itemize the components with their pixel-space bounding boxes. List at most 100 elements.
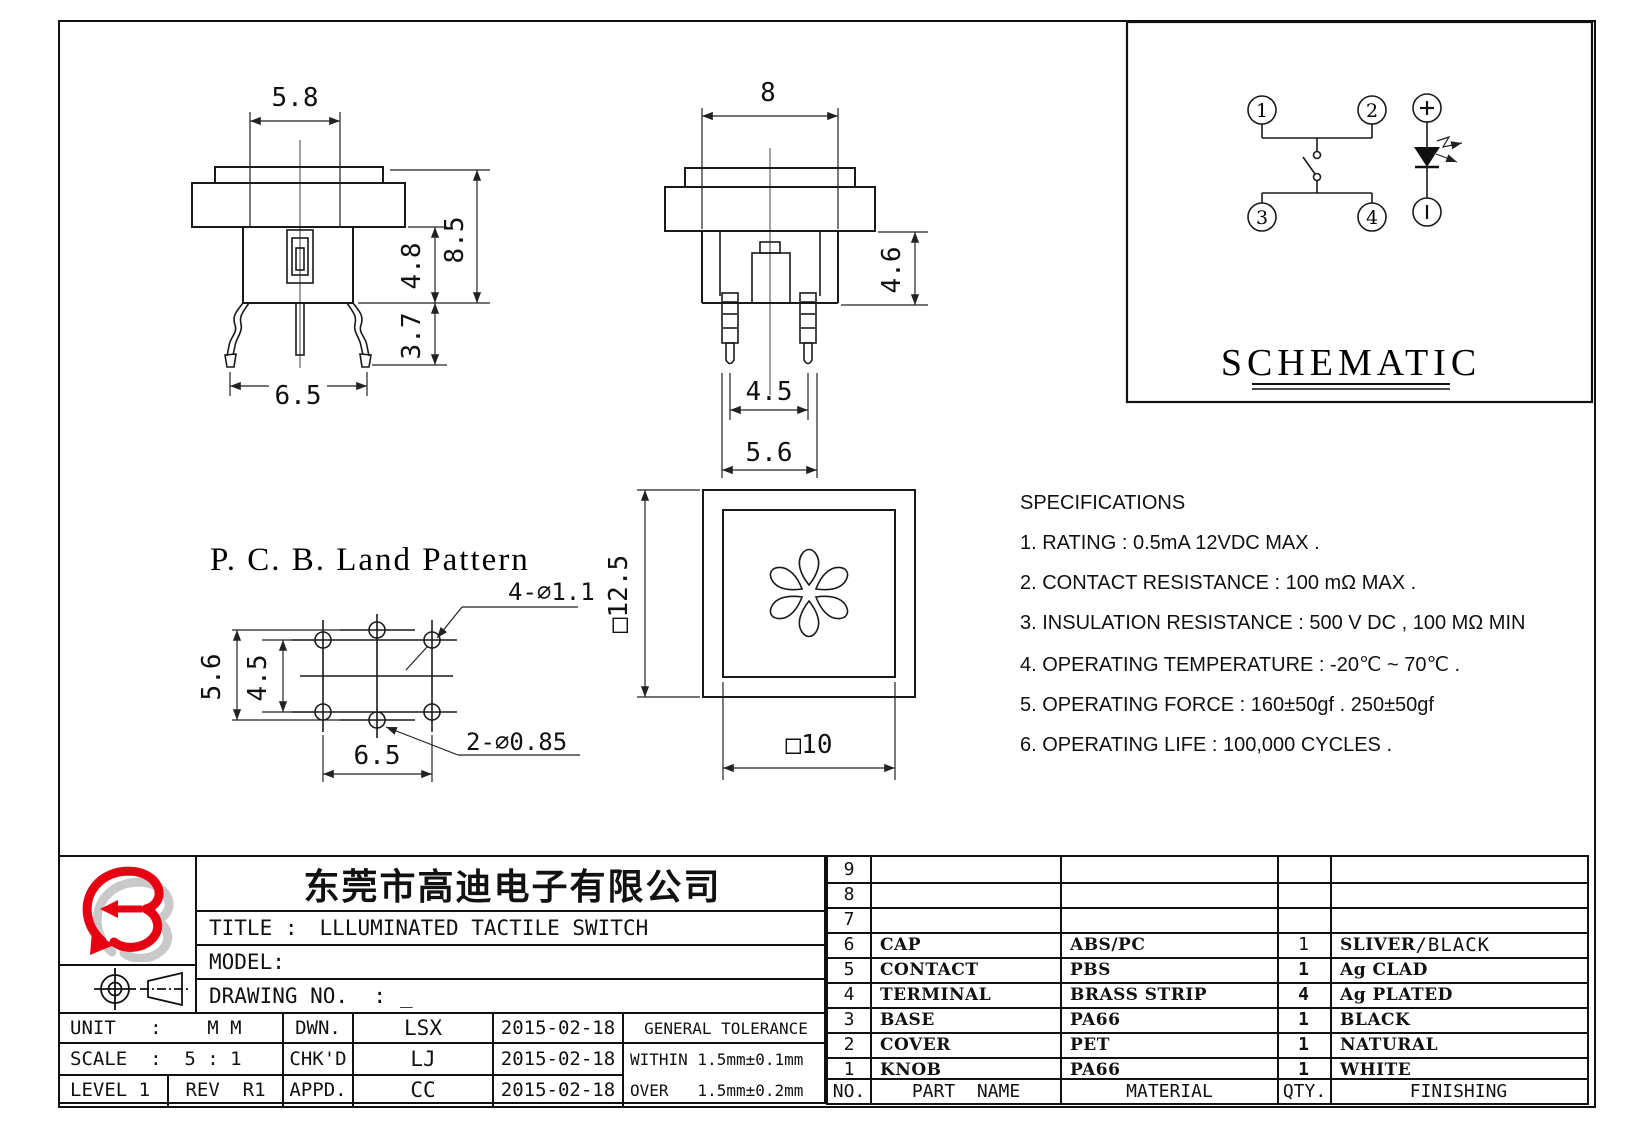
tolerance-within: WITHIN 1.5mm±0.1mm — [630, 1049, 804, 1069]
part-finishing: SLIVER /BLACK — [1340, 933, 1491, 956]
part-name: BASE — [880, 1009, 935, 1030]
drawing-no-value: _ — [400, 984, 413, 1008]
pcb-title: P. C. B. Land Pattern — [210, 542, 530, 578]
part-qty: 1 — [1298, 1009, 1309, 1030]
table-row-no: 1 — [843, 1059, 855, 1080]
part-finishing: BLACK — [1340, 1009, 1411, 1030]
pcb-dim-v-pitch: 4.5 — [243, 655, 273, 702]
target-symbol-icon — [94, 968, 136, 1010]
spec-item: 6. OPERATING LIFE : 100,000 CYCLES . — [1020, 734, 1393, 756]
front-dim-width: 8 — [760, 78, 776, 108]
switch-symbol — [1261, 124, 1373, 203]
top-view: □12.5 □10 — [604, 489, 916, 780]
led-symbol — [1412, 93, 1463, 227]
header-qty: QTY. — [1282, 1081, 1327, 1102]
part-qty: 1 — [1298, 1034, 1309, 1055]
spec-item: 1. RATING : 0.5mA 12VDC MAX . — [1020, 532, 1320, 554]
part-material: PA66 — [1070, 1059, 1121, 1080]
table-row-no: 7 — [843, 909, 855, 930]
side-dim-lower: 3.7 — [397, 313, 427, 360]
header-finishing: FINISHING — [1409, 1081, 1508, 1102]
schematic-pin-1: 1 — [1256, 100, 1268, 122]
front-dim-pin-pitch: 4.5 — [746, 377, 793, 407]
logo-arrow-b — [82, 866, 164, 955]
front-dim-pin-span: 5.6 — [746, 438, 793, 468]
part-qty: 1 — [1298, 1059, 1309, 1080]
part-finishing: NATURAL — [1340, 1034, 1439, 1055]
company-logo — [82, 866, 174, 962]
level-cell: LEVEL 1 — [70, 1079, 151, 1101]
chk-date: 2015-02-18 — [500, 1048, 616, 1070]
tolerance-over: OVER 1.5mm±0.2mm — [630, 1080, 804, 1100]
dwn-name: LSX — [404, 1016, 442, 1040]
company-name: 东莞市高迪电子有限公司 — [303, 865, 722, 907]
appd-date: 2015-02-18 — [500, 1079, 616, 1101]
side-dim-upper: 4.8 — [397, 243, 427, 290]
front-dim-height: 4.6 — [877, 247, 907, 294]
table-row-no: 3 — [843, 1009, 855, 1030]
specifications-section: SPECIFICATIONS 1. RATING : 0.5mA 12VDC M… — [1020, 492, 1580, 774]
table-row-no: 2 — [843, 1034, 855, 1055]
chk-label: CHK'D — [289, 1048, 347, 1070]
part-name: KNOB — [880, 1059, 942, 1080]
title-block: 东莞市高迪电子有限公司 TITLE : LLLUMINATED TACTILE … — [58, 855, 828, 1106]
part-qty: 1 — [1298, 959, 1309, 980]
header-material: MATERIAL — [1126, 1081, 1213, 1102]
side-dim-width: 5.8 — [272, 83, 319, 113]
pcb-dim-v-span: 5.6 — [197, 654, 227, 701]
schematic-pin-3: 3 — [1256, 207, 1268, 229]
part-material: PBS — [1070, 959, 1111, 980]
side-view-legs — [224, 302, 372, 368]
specifications-title: SPECIFICATIONS — [1020, 492, 1186, 514]
front-view-pins — [721, 292, 817, 365]
header-part-name: PART NAME — [911, 1081, 1021, 1102]
drawing-no-label: DRAWING NO. : — [209, 984, 387, 1008]
title-value: LLLUMINATED TACTILE SWITCH — [319, 916, 649, 940]
side-view: 5.8 8.5 4.8 3.7 6.5 — [191, 83, 490, 411]
side-dim-height: 8.5 — [440, 217, 470, 264]
spec-item: 3. INSULATION RESISTANCE : 500 V DC , 10… — [1020, 612, 1526, 634]
table-row-no: 8 — [843, 884, 855, 905]
pcb-land-pattern: P. C. B. Land Pattern 4-∅1.1 5.6 — [197, 542, 595, 782]
dwn-label: DWN. — [295, 1017, 341, 1039]
led-anode-plus-icon — [1420, 101, 1434, 115]
part-qty: 1 — [1298, 934, 1309, 955]
part-material: BRASS STRIP — [1070, 984, 1208, 1005]
table-row-no: 5 — [843, 959, 855, 980]
side-dim-base: 6.5 — [275, 381, 322, 411]
chk-name: LJ — [410, 1047, 436, 1071]
top-dim-inner: □10 — [786, 730, 833, 760]
schematic-pin-2: 2 — [1366, 100, 1378, 122]
front-view: 8 4.6 4.5 5.6 — [664, 78, 928, 478]
part-finishing: WHITE — [1340, 1059, 1412, 1080]
unit-cell: UNIT : M M — [70, 1017, 242, 1039]
tolerance-title: GENERAL TOLERANCE — [644, 1018, 808, 1038]
top-dim-outer: □12.5 — [604, 555, 634, 633]
model-label: MODEL: — [209, 950, 285, 974]
flower-pattern — [769, 548, 849, 638]
part-name: CAP — [880, 934, 922, 955]
title-label: TITLE : — [209, 916, 298, 940]
sheet-frame — [58, 20, 1596, 1108]
appd-name: CC — [410, 1078, 436, 1102]
pcb-dim-h-pitch: 6.5 — [354, 741, 401, 771]
projection-symbols — [94, 968, 190, 1010]
part-material: ABS/PC — [1070, 934, 1146, 955]
schematic-title: SCHEMATIC — [1221, 342, 1481, 384]
header-no: NO. — [832, 1081, 866, 1102]
pcb-dim-corner-holes: 4-∅1.1 — [508, 578, 595, 606]
part-name: CONTACT — [880, 959, 979, 980]
part-name: COVER — [880, 1034, 951, 1055]
cone-projection-icon — [140, 971, 190, 1007]
schematic: 1 2 3 4 — [1125, 20, 1594, 404]
spec-item: 5. OPERATING FORCE : 160±50gf . 250±50gf — [1020, 694, 1434, 716]
schematic-pin-4: 4 — [1366, 207, 1378, 229]
part-finishing: Ag CLAD — [1340, 959, 1428, 980]
scale-cell: SCALE : 5 : 1 — [70, 1048, 242, 1070]
part-name: TERMINAL — [880, 984, 992, 1005]
part-finishing: Ag PLATED — [1340, 984, 1453, 1005]
spec-item: 4. OPERATING TEMPERATURE : -20℃ ~ 70℃ . — [1020, 654, 1461, 676]
part-material: PET — [1070, 1034, 1110, 1055]
appd-label: APPD. — [289, 1079, 347, 1101]
